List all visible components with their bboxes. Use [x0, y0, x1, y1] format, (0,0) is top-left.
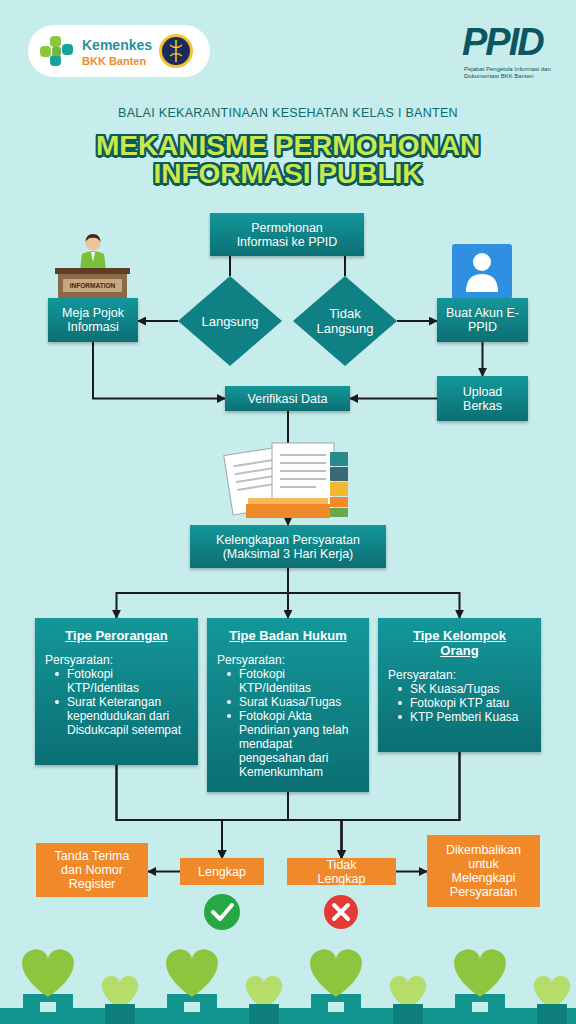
bottom-pattern [0, 949, 576, 1024]
node-text: Dikembalikan untuk Melengkapi Persyarata… [441, 843, 526, 899]
flow-connector [344, 256, 346, 276]
bullet-dot [55, 700, 59, 704]
bullet-text: SK Kuasa/Tugas [410, 682, 500, 696]
node-text: Kelengkapan Persyaratan (Maksimal 3 Hari… [198, 533, 378, 561]
emblem [159, 34, 193, 68]
process-box: Verifikasi Data [225, 386, 350, 411]
result-box: Lengkap [180, 858, 264, 885]
flow-connector [396, 871, 427, 873]
diamond-outline [178, 276, 282, 366]
diamond-outline [293, 276, 397, 366]
flow-connector [148, 871, 180, 873]
desk-illustration [55, 234, 130, 299]
flow-connector [229, 256, 231, 276]
decision-diamond: Langsung [178, 276, 282, 366]
flow-connector [288, 568, 460, 618]
flow-connector [482, 342, 484, 376]
user-icon [452, 244, 512, 299]
requirement-box: Tipe Badan HukumPersyaratan:Fotokopi KTP… [207, 618, 369, 792]
desk-label: INFORMATION [62, 282, 123, 289]
result-box: Dikembalikan untuk Melengkapi Persyarata… [427, 835, 540, 907]
bullet-item: SK Kuasa/Tugas [396, 682, 531, 696]
bullet-item: KTP Pemberi Kuasa [396, 710, 531, 724]
bullet-item: Surat Kuasa/Tugas [225, 695, 359, 709]
check-icon [204, 894, 240, 930]
bullet-dot [227, 672, 231, 676]
logo-pill [28, 25, 210, 77]
bullet-text: KTP Pemberi Kuasa [410, 710, 519, 724]
bullet-text: Fotokopi KTP/Identitas [67, 667, 188, 695]
node-text: Tidak Lengkap [301, 858, 382, 886]
bullet-dot [398, 715, 402, 719]
node-text: Tanda Terima dan Nomor Register [50, 849, 134, 891]
process-box: Kelengkapan Persyaratan (Maksimal 3 Hari… [190, 525, 386, 568]
result-box: Tidak Lengkap [287, 858, 396, 885]
flow-connector [93, 342, 225, 399]
node-text: Meja Pojok Informasi [56, 306, 130, 334]
bullet-text: Fotokopi Akta Pendirian yang telah menda… [239, 709, 359, 779]
box-subheading: Persyaratan: [388, 668, 531, 682]
bullet-item: Fotokopi KTP/Identitas [53, 667, 188, 695]
cross-icon [324, 895, 358, 929]
bullet-item: Fotokopi KTP/Identitas [225, 667, 359, 695]
kemenkes-logo [40, 36, 73, 66]
flow-connector [138, 320, 178, 322]
bullet-item: Fotokopi Akta Pendirian yang telah menda… [225, 709, 359, 779]
process-box: Meja Pojok Informasi [48, 298, 138, 342]
logo-mark: PPID [462, 20, 543, 64]
bullet-text: Fotokopi KTP atau [410, 696, 509, 710]
flow-connector [288, 792, 342, 858]
node-text: Permohonan Informasi ke PPID [228, 221, 346, 249]
flow-connector [222, 792, 288, 858]
decision-diamond: Tidak Langsung [293, 276, 397, 366]
box-subheading: Persyaratan: [217, 653, 359, 667]
box-heading: Tipe Kelompok Orang [397, 628, 522, 658]
flow-connector [397, 320, 437, 322]
bullet-dot [398, 687, 402, 691]
node-text: Langsung [201, 314, 258, 329]
bullet-dot [227, 714, 231, 718]
bullet-text: Surat Kuasa/Tugas [239, 695, 341, 709]
bullet-text: Fotokopi KTP/Identitas [239, 667, 359, 695]
node-text: Verifikasi Data [248, 392, 328, 406]
bullet-dot [55, 672, 59, 676]
bullet-item: Surat Keterangan kependudukan dari Disdu… [53, 695, 188, 737]
box-heading: Tipe Perorangan [54, 628, 179, 643]
box-subheading: Persyaratan: [45, 653, 188, 667]
process-box: Buat Akun E-PPID [437, 298, 528, 342]
subtitle-text: BALAI KEKARANTINAAN KESEHATAN KELAS I BA… [0, 106, 576, 120]
node-text: Buat Akun E-PPID [445, 306, 520, 334]
box-heading: Tipe Badan Hukum [226, 628, 351, 643]
title-text: MEKANISME PERMOHONAN INFORMASI PUBLIK [68, 132, 508, 188]
flow-connector [117, 568, 289, 618]
bullet-item: Fotokopi KTP atau [396, 696, 531, 710]
flow-connector [350, 398, 437, 400]
requirement-box: Tipe Kelompok OrangPersyaratan:SK Kuasa/… [378, 618, 541, 752]
node-text: Upload Berkas [445, 385, 520, 413]
bullet-text: Surat Keterangan kependudukan dari Disdu… [67, 695, 188, 737]
logo-caption: Pejabat Pengelola Informasi dan Dokument… [464, 66, 559, 80]
logo-text: Kemenkes [82, 37, 152, 53]
process-box: Permohonan Informasi ke PPID [210, 213, 364, 256]
node-text: Tidak Langsung [314, 306, 376, 336]
requirement-box: Tipe PeroranganPersyaratan:Fotokopi KTP/… [35, 618, 198, 765]
process-box: Upload Berkas [437, 376, 528, 421]
bullet-dot [227, 700, 231, 704]
node-text: Lengkap [198, 865, 246, 879]
logo-subtext: BKK Banten [82, 55, 146, 68]
bullet-dot [398, 701, 402, 705]
result-box: Tanda Terima dan Nomor Register [36, 843, 148, 897]
